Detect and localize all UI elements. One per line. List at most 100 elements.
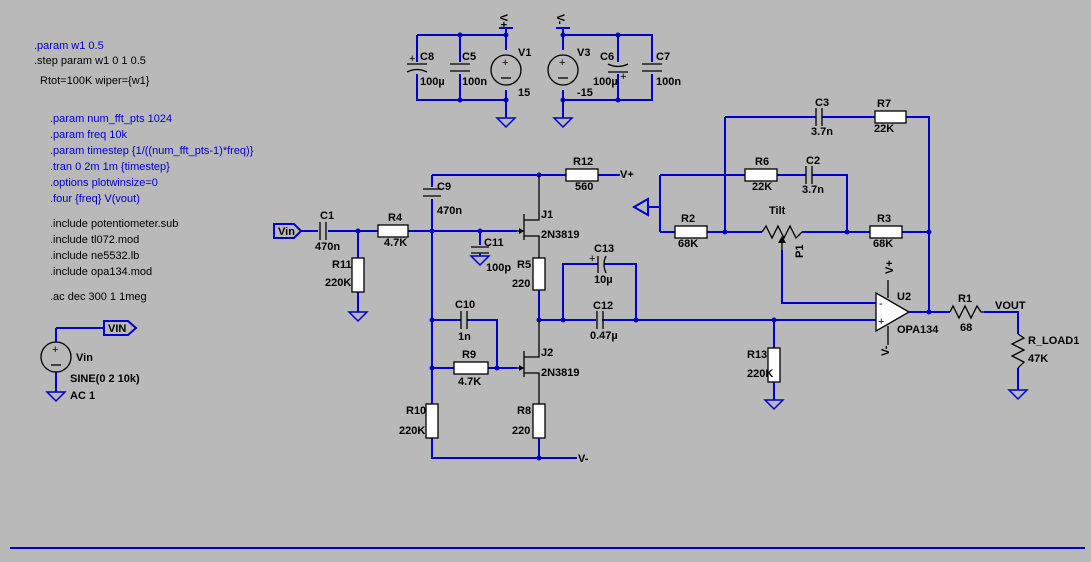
voltage-source-v3[interactable]: + V3 -15 V- xyxy=(547,14,593,99)
directive-line[interactable]: .param freq 10k xyxy=(50,129,128,141)
ground-icon xyxy=(1008,389,1028,400)
resistor-r2[interactable]: R2 68K xyxy=(674,213,708,250)
r2-ref: R2 xyxy=(681,213,695,225)
svg-text:+: + xyxy=(559,57,565,69)
directive-line[interactable]: .param num_fft_pts 1024 xyxy=(50,113,172,125)
r6-value: 22K xyxy=(752,181,772,193)
j2-ref: J2 xyxy=(541,347,553,359)
r10-value: 220K xyxy=(399,425,425,437)
ground-icon xyxy=(764,399,784,410)
directive-line[interactable]: .include tl072.mod xyxy=(50,234,139,246)
directive-line[interactable]: .param timestep {1/((num_fft_pts-1)*freq… xyxy=(50,145,254,157)
opamp-u2[interactable]: -+ V+ V- U2 OPA134 xyxy=(875,260,939,356)
v3-net-flag: V- xyxy=(554,14,566,25)
c13-value: 10µ xyxy=(594,274,613,286)
j1-ref: J1 xyxy=(541,209,553,221)
capacitor-c6[interactable]: + C6 100µ xyxy=(593,51,629,88)
v3-ref: V3 xyxy=(577,47,590,59)
c7-value: 100n xyxy=(656,76,681,88)
r13-value: 220K xyxy=(747,368,773,380)
tilt-label: Tilt xyxy=(769,205,786,217)
jfet-j2[interactable]: J2 2N3819 xyxy=(517,320,580,404)
c3-value: 3.7n xyxy=(811,126,833,138)
vout-net-label: VOUT xyxy=(995,300,1026,312)
vin-flag-label: Vin xyxy=(278,226,295,238)
c8-ref: C8 xyxy=(420,51,434,63)
svg-text:+: + xyxy=(409,53,415,65)
ground-icon xyxy=(553,117,573,128)
directive-line[interactable]: .ac dec 300 1 1meg xyxy=(50,291,147,303)
r7-ref: R7 xyxy=(877,98,891,110)
capacitor-c9[interactable]: C9 470n xyxy=(423,181,462,217)
capacitor-c13[interactable]: + C13 10µ xyxy=(589,243,614,286)
capacitor-c5[interactable]: C5 100n xyxy=(450,51,487,88)
resistor-r10[interactable]: R10 220K xyxy=(399,403,439,439)
capacitor-c8[interactable]: + C8 100µ xyxy=(406,51,445,88)
capacitor-c1[interactable]: C1 470n xyxy=(315,210,340,253)
c10-ref: C10 xyxy=(455,299,475,311)
u2-vplus: V+ xyxy=(884,260,896,274)
r12-net-flag: V+ xyxy=(620,169,634,181)
resistor-r4[interactable]: R4 4.7K xyxy=(377,212,409,249)
c5-value: 100n xyxy=(462,76,487,88)
resistor-r-load1[interactable]: R_LOAD1 47K xyxy=(1010,333,1079,369)
c9-value: 470n xyxy=(437,205,462,217)
voltage-source-v1[interactable]: + V1 15 V+ xyxy=(490,14,531,99)
resistor-r12[interactable]: R12 560 V+ xyxy=(565,156,634,193)
directive-line[interactable]: .tran 0 2m 1m {timestep} xyxy=(50,161,170,173)
voltage-source-vin[interactable]: VIN + Vin SINE(0 2 10k) AC 1 xyxy=(40,320,140,402)
c6-ref: C6 xyxy=(600,51,614,63)
v3-value: -15 xyxy=(577,87,593,99)
directive-line[interactable]: .param w1 0.5 xyxy=(34,40,104,52)
v1-ref: V1 xyxy=(518,47,531,59)
c1-ref: C1 xyxy=(320,210,334,222)
c9-ref: C9 xyxy=(437,181,451,193)
directive-line[interactable]: .include ne5532.lb xyxy=(50,250,139,262)
c11-ref: C11 xyxy=(484,237,504,249)
capacitor-c11[interactable]: C11 100p xyxy=(471,237,511,274)
jfet-j1[interactable]: J1 2N3819 xyxy=(517,175,580,258)
c7-ref: C7 xyxy=(656,51,670,63)
capacitor-c7[interactable]: C7 100n xyxy=(642,51,681,88)
svg-text:+: + xyxy=(878,316,884,328)
c12-ref: C12 xyxy=(593,300,613,312)
directive-line[interactable]: .step param w1 0 1 0.5 xyxy=(34,55,146,67)
resistor-r1[interactable]: R1 68 xyxy=(949,293,984,334)
r11-ref: R11 xyxy=(332,259,352,271)
u2-vminus: V- xyxy=(880,345,892,356)
resistor-r11[interactable]: R11 220K xyxy=(325,257,365,293)
directive-line[interactable]: .four {freq} V(vout) xyxy=(50,193,140,205)
capacitor-c3[interactable]: C3 3.7n xyxy=(811,97,833,138)
directive-line[interactable]: .include opa134.mod xyxy=(50,266,152,278)
vin-source-value: SINE(0 2 10k) xyxy=(70,373,140,385)
r9-ref: R9 xyxy=(462,349,476,361)
vin-source-flag: VIN xyxy=(108,323,126,335)
resistor-r9[interactable]: R9 4.7K xyxy=(453,349,489,388)
directive-line[interactable]: .include potentiometer.sub xyxy=(50,218,178,230)
directive-line[interactable]: .options plotwinsize=0 xyxy=(50,177,158,189)
capacitor-c2[interactable]: C2 3.7n xyxy=(802,155,824,196)
jfet-stage: C9 470n C11 100p R12 560 V+ J1 2N3819 xyxy=(399,156,876,465)
svg-text:+: + xyxy=(620,71,626,83)
c3-ref: C3 xyxy=(815,97,829,109)
net-flag-vin[interactable]: Vin xyxy=(273,223,303,239)
potentiometer-p1[interactable]: Tilt P1 xyxy=(761,205,876,304)
resistor-r13[interactable]: R13 220K xyxy=(747,320,781,400)
resistor-r5[interactable]: R5 220 xyxy=(512,257,546,320)
capacitor-c12[interactable]: C12 0.47µ xyxy=(590,300,618,342)
resistor-r3[interactable]: R3 68K xyxy=(869,213,903,250)
ground-icon xyxy=(46,391,66,402)
directive-line[interactable]: Rtot=100K wiper={w1} xyxy=(40,75,150,87)
c1-value: 470n xyxy=(315,241,340,253)
resistor-r7[interactable]: R7 22K xyxy=(874,98,907,135)
resistor-r6[interactable]: R6 22K xyxy=(744,156,778,193)
r12-value: 560 xyxy=(575,181,593,193)
r1-value: 68 xyxy=(960,322,972,334)
r12-ref: R12 xyxy=(573,156,593,168)
ground-icon xyxy=(348,311,368,322)
j1-model: 2N3819 xyxy=(541,229,580,241)
r1-ref: R1 xyxy=(958,293,972,305)
resistor-r8[interactable]: R8 220 xyxy=(512,403,546,458)
capacitor-c10[interactable]: C10 1n xyxy=(455,299,475,343)
r10-ref: R10 xyxy=(406,405,426,417)
